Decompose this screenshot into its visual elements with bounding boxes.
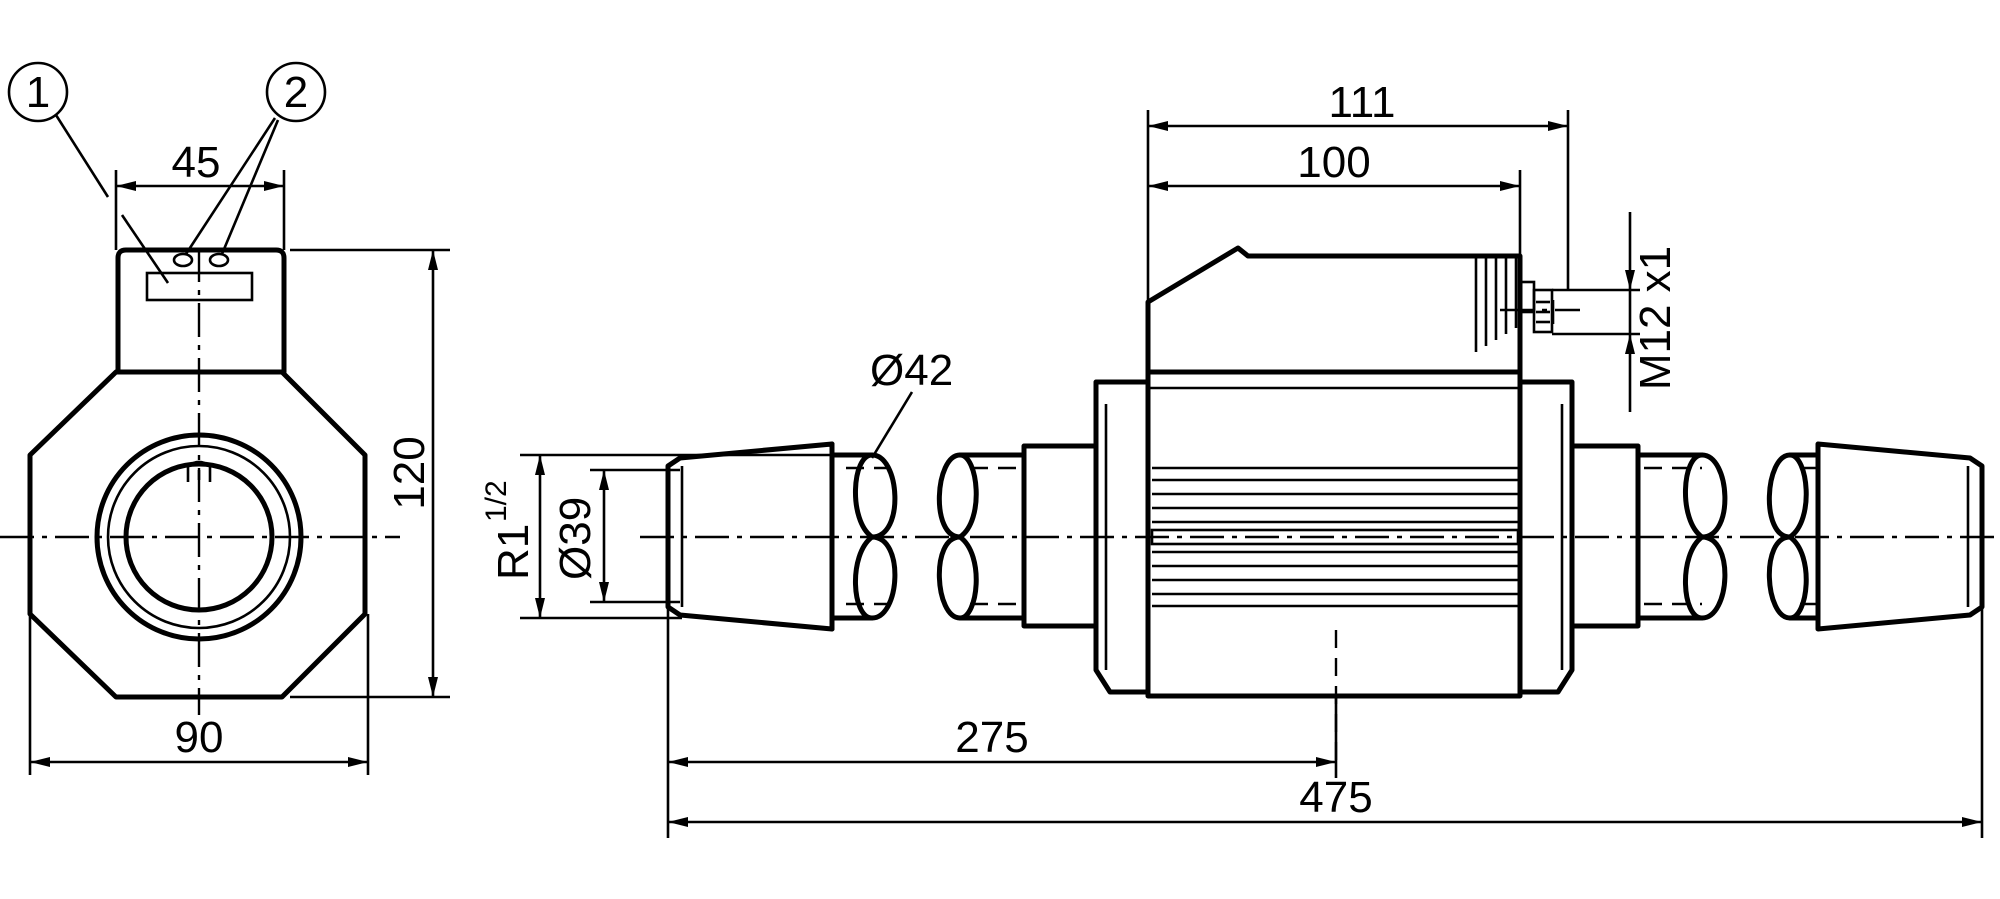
front-housing-body: [27, 369, 368, 700]
right-collar: [1569, 443, 1641, 629]
right-flange: [1517, 379, 1575, 695]
dim-111-label: 111: [1329, 78, 1396, 127]
left-pipe-break: [853, 452, 898, 621]
callout-2-circle: [265, 61, 327, 123]
right-pipe-break: [1683, 452, 1728, 621]
dim-42-leader: [870, 391, 914, 459]
front-led-left: [172, 252, 194, 268]
dim-39-label: Ø39: [551, 497, 600, 580]
dim-90-label: 90: [175, 713, 224, 762]
callout-1-label: 1: [26, 68, 50, 117]
cooling-fins: [1150, 466, 1520, 608]
right-thread-adapter: [1815, 441, 1985, 632]
electronics-head: [1145, 245, 1523, 375]
dim-100-label: 100: [1297, 138, 1370, 187]
front-view: 1 2 45 120 90: [0, 61, 450, 775]
m12-connector: [1518, 280, 1555, 334]
dim-42-label: Ø42: [870, 346, 953, 395]
main-body: [1145, 369, 1523, 699]
dim-m12-label: M12 x1: [1631, 246, 1680, 390]
side-view: 111 100 M12 x1 Ø42 R1 1/2 Ø39 275: [480, 78, 1998, 838]
dim-475-label: 475: [1299, 773, 1372, 822]
dim-120-label: 120: [385, 436, 434, 509]
callout-1-circle: [7, 61, 69, 123]
front-housing-top: [115, 247, 287, 375]
dim-45-label: 45: [172, 138, 221, 187]
dim-275-label: 275: [955, 713, 1028, 762]
front-led-right: [208, 252, 230, 268]
connector-fins: [1474, 256, 1518, 352]
dim-r1-fraction: 1/2: [480, 480, 513, 522]
dim-r1-label: R1: [489, 524, 538, 580]
front-sensor-tab: [186, 460, 212, 482]
callout-2-label: 2: [284, 68, 308, 117]
